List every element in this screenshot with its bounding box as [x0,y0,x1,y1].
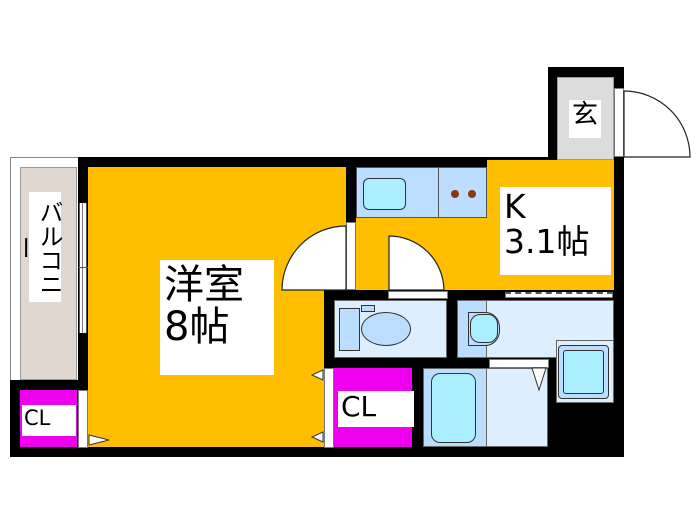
closet-1-label: CL [22,405,76,436]
bathroom-door-marker-icon [531,367,547,392]
toilet-tank [339,308,360,351]
kitchen-name: K [504,187,526,226]
bathtub-icon [431,373,476,443]
closet-2-door-marker-top-icon [310,369,324,381]
room-door-swing-icon [281,225,347,291]
window-latch [78,267,88,268]
window-divider [82,203,83,333]
balcony-label: バルコニー [10,192,63,302]
stove-burner-1 [451,190,459,198]
washbasin-bowl [470,314,498,343]
closet-2-door[interactable] [324,368,334,448]
closet-2-door-marker-bottom-icon [310,431,324,443]
stove-burner-2 [468,190,476,198]
western-room-label: 洋室 8帖 [160,260,274,375]
kitchen-sink [363,178,406,210]
balcony-window[interactable] [79,203,87,333]
closet-1-door-marker-icon [88,434,110,446]
entrance-door-swing-icon [623,90,691,158]
toilet-bowl-icon [361,312,411,346]
toilet-door-swing-icon [388,235,445,291]
kitchen-size: 3.1帖 [504,221,590,261]
washing-machine-icon [563,350,604,394]
toilet-door-frame[interactable] [388,291,448,299]
bathroom-door-frame[interactable] [489,359,549,368]
closet-2-label: CL [338,391,414,427]
kitchen-label: K 3.1帖 [500,187,611,275]
sliding-door[interactable] [505,292,613,298]
entrance-label: 玄 [569,100,601,138]
western-room-name: 洋室 [164,262,244,308]
counter-divider [438,167,439,218]
toilet-lid-top [361,305,375,312]
western-room-size: 8帖 [164,304,230,350]
closet-1-door[interactable] [78,390,88,448]
